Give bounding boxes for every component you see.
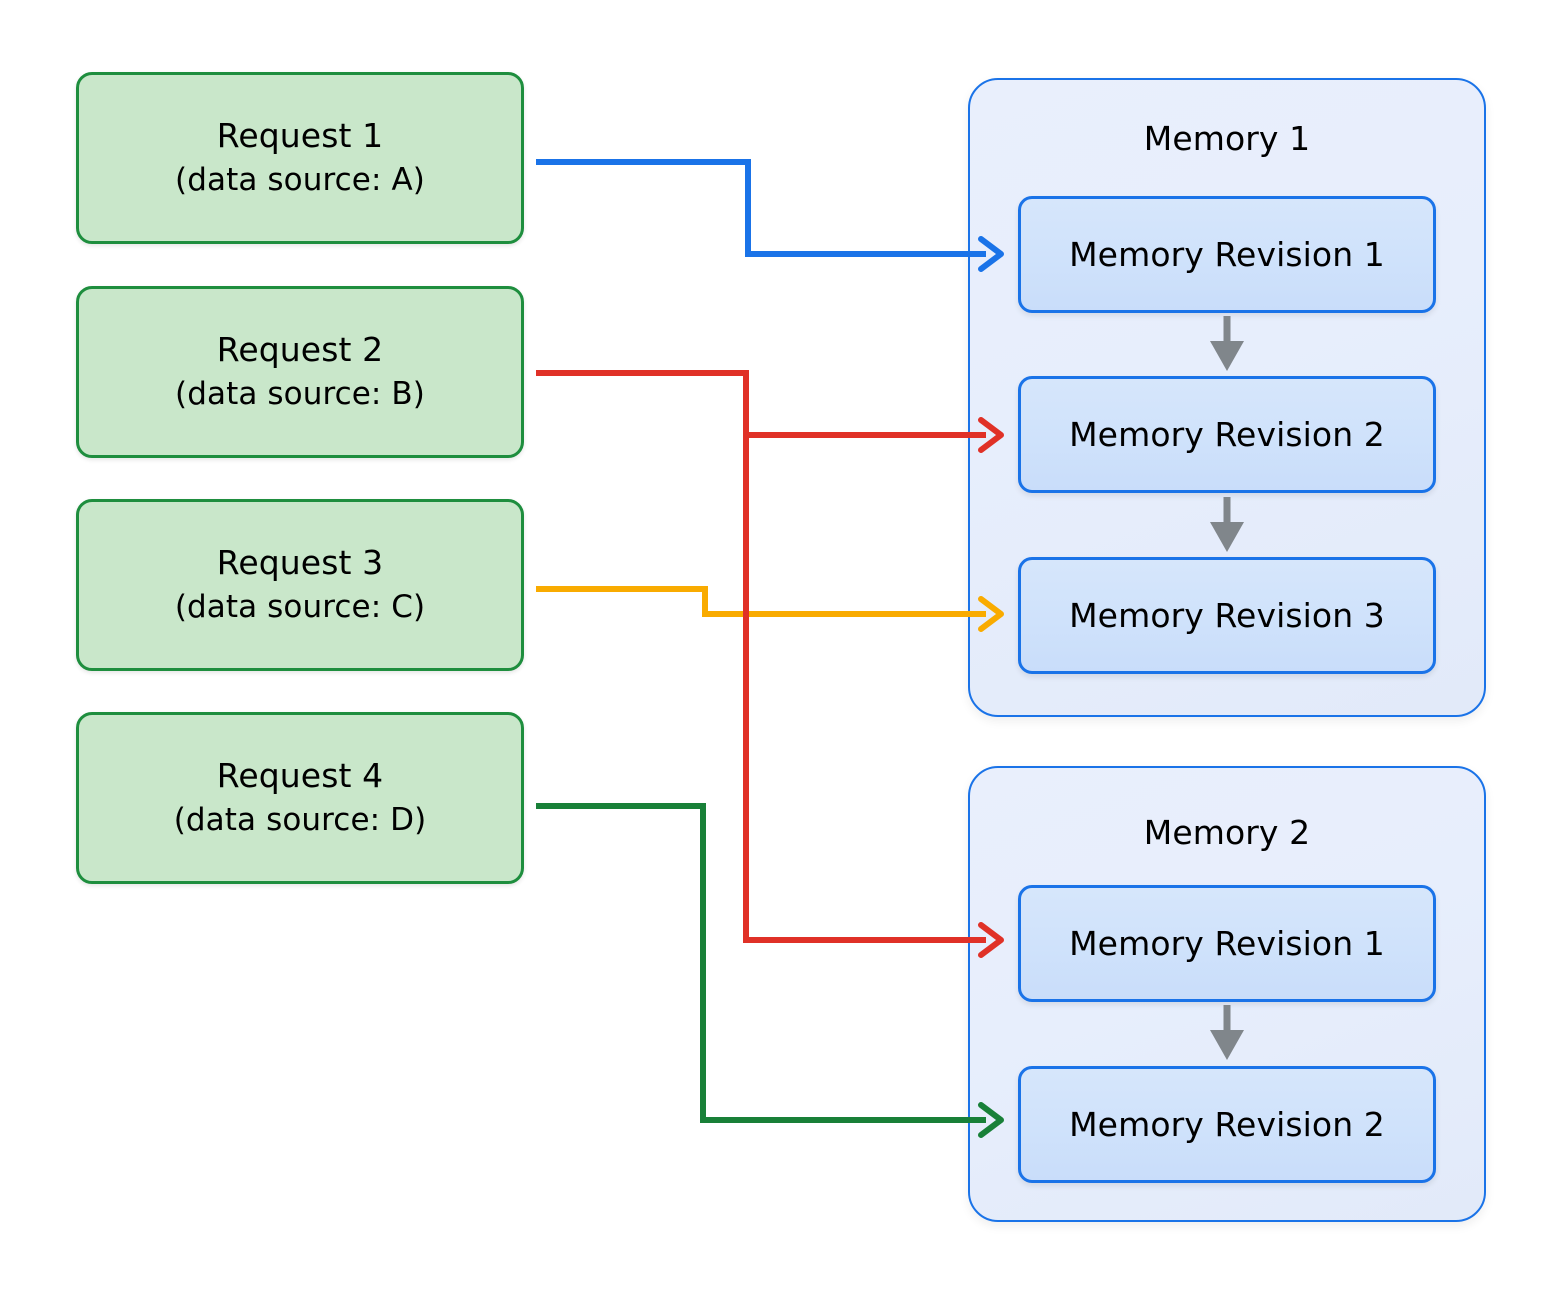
request-box-1[interactable]: Request 1 (data source: A) [76, 72, 524, 244]
memory-1-revision-2[interactable]: Memory Revision 2 [1018, 376, 1436, 493]
memory-container-2: Memory 2 Memory Revision 1 Memory Revisi… [968, 766, 1486, 1222]
memory-2-revision-1[interactable]: Memory Revision 1 [1018, 885, 1436, 1002]
connector-request-2-to-memory-1-revision-2-and-memory-2-revision-1 [536, 370, 1004, 958]
request-title: Request 3 [216, 543, 384, 583]
request-subtitle: (data source: A) [175, 162, 425, 199]
request-subtitle: (data source: B) [175, 376, 425, 413]
revision-label: Memory Revision 2 [1069, 415, 1385, 454]
revision-label: Memory Revision 1 [1069, 235, 1385, 274]
revision-label: Memory Revision 2 [1069, 1105, 1385, 1144]
request-box-3[interactable]: Request 3 (data source: C) [76, 499, 524, 671]
request-subtitle: (data source: D) [173, 802, 427, 839]
request-subtitle: (data source: C) [174, 589, 426, 626]
revision-label: Memory Revision 3 [1069, 596, 1385, 635]
request-box-4[interactable]: Request 4 (data source: D) [76, 712, 524, 884]
connector-request-1-to-memory-1-revision-1 [536, 159, 1004, 272]
request-title: Request 4 [216, 756, 384, 796]
memory-title: Memory 2 [1143, 813, 1311, 852]
connector-request-3-to-memory-1-revision-3 [536, 586, 1004, 632]
revision-label: Memory Revision 1 [1069, 924, 1385, 963]
request-title: Request 2 [216, 330, 384, 370]
request-box-2[interactable]: Request 2 (data source: B) [76, 286, 524, 458]
connector-request-4-to-memory-2-revision-2 [536, 803, 1004, 1138]
memory-title: Memory 1 [1143, 119, 1311, 158]
request-title: Request 1 [216, 116, 384, 156]
memory-2-revision-2[interactable]: Memory Revision 2 [1018, 1066, 1436, 1183]
memory-1-revision-1[interactable]: Memory Revision 1 [1018, 196, 1436, 313]
memory-1-revision-3[interactable]: Memory Revision 3 [1018, 557, 1436, 674]
memory-container-1: Memory 1 Memory Revision 1 Memory Revisi… [968, 78, 1486, 717]
